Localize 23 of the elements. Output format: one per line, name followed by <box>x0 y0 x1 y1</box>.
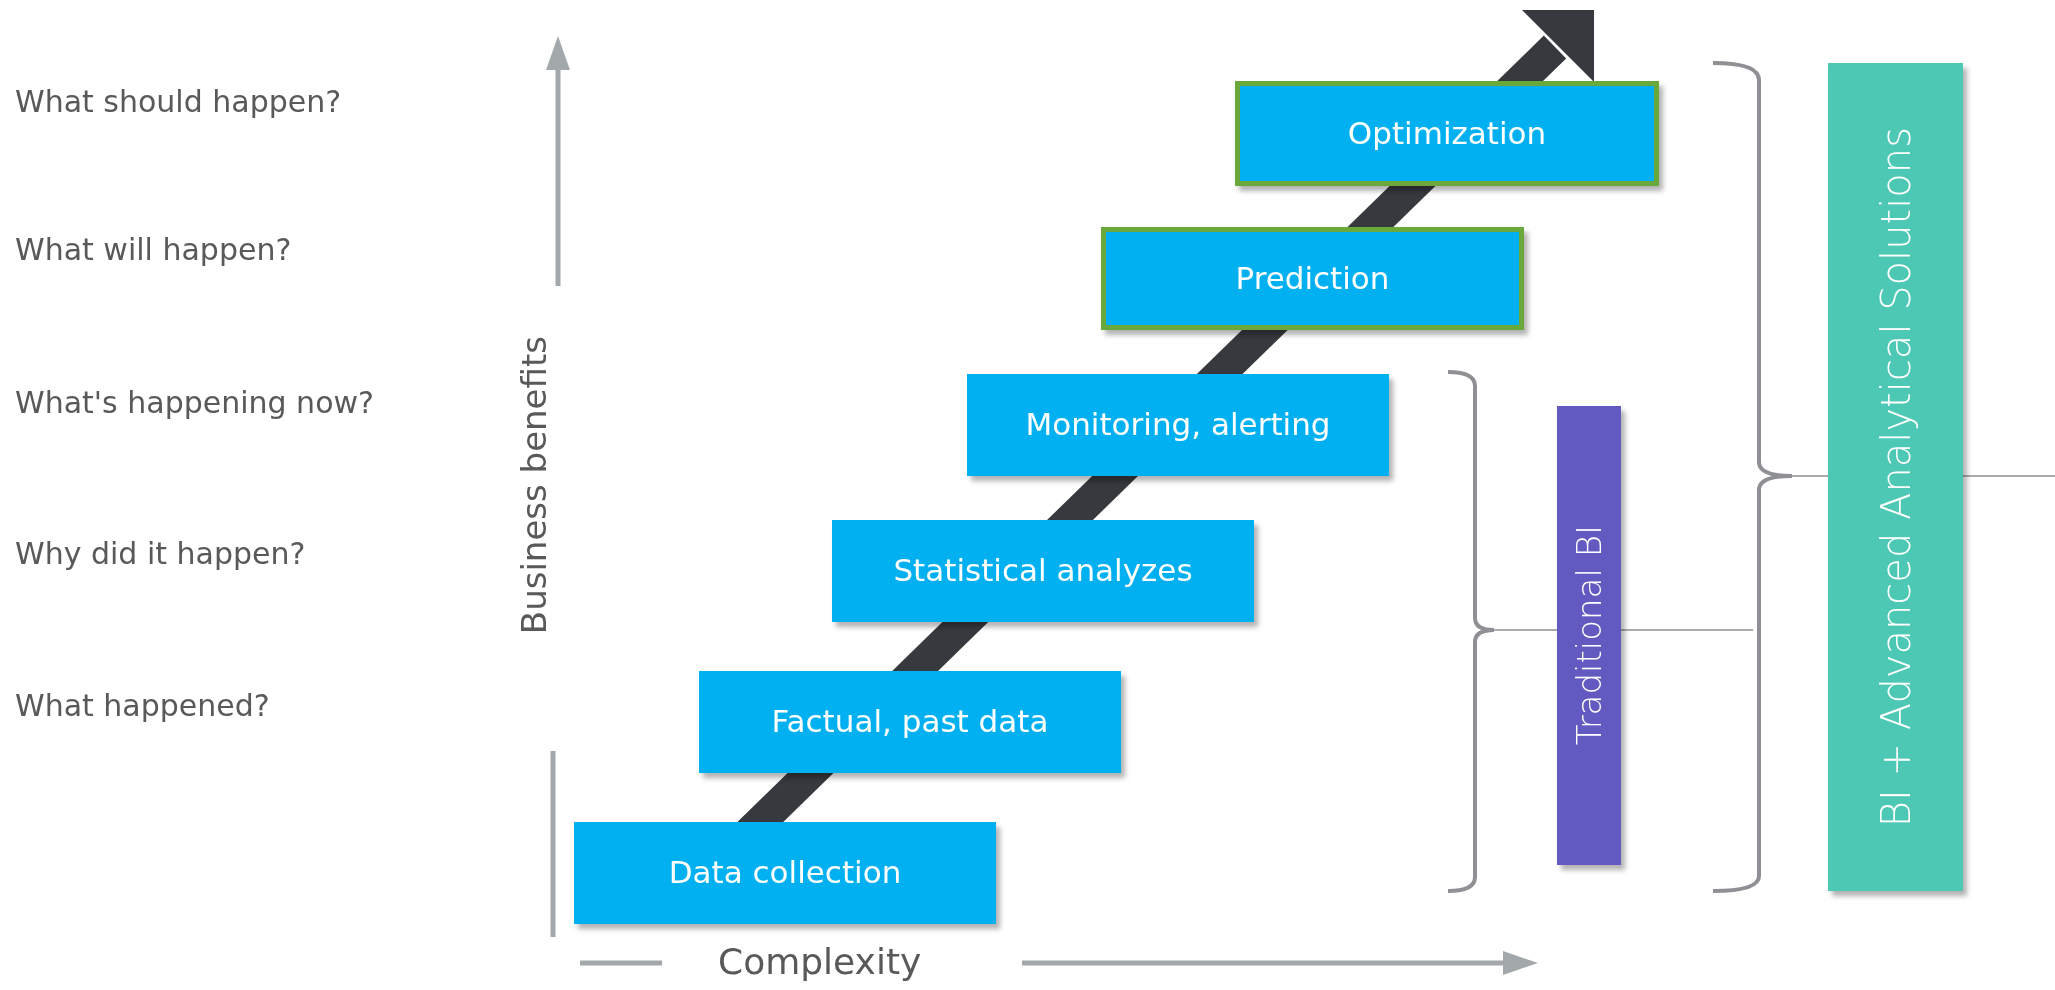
x-axis-label: Complexity <box>718 941 922 982</box>
question-label: What's happening now? <box>15 385 374 420</box>
step-label: Optimization <box>1347 114 1547 153</box>
step-label: Factual, past data <box>771 703 1049 741</box>
question-label: What should happen? <box>15 84 342 119</box>
bar-label: Traditional BI <box>1568 525 1610 746</box>
step-box <box>832 520 1254 622</box>
step-box <box>574 822 996 924</box>
category-bar <box>1557 406 1621 865</box>
question-label: What happened? <box>15 688 270 723</box>
step-label: Prediction <box>1235 259 1390 298</box>
y-axis-label: Business benefits <box>514 336 554 635</box>
bar-label: BI + Advanced Analytical Solutions <box>1871 126 1920 828</box>
question-label: Why did it happen? <box>15 536 306 571</box>
step-box <box>1101 227 1524 330</box>
step-label: Statistical analyzes <box>893 552 1193 590</box>
step-box <box>967 374 1389 476</box>
step-box <box>1235 81 1659 186</box>
step-label: Data collection <box>668 854 902 892</box>
question-label: What will happen? <box>15 232 292 267</box>
step-label: Monitoring, alerting <box>1025 406 1331 444</box>
category-bar <box>1828 63 1963 891</box>
step-box <box>699 671 1121 773</box>
